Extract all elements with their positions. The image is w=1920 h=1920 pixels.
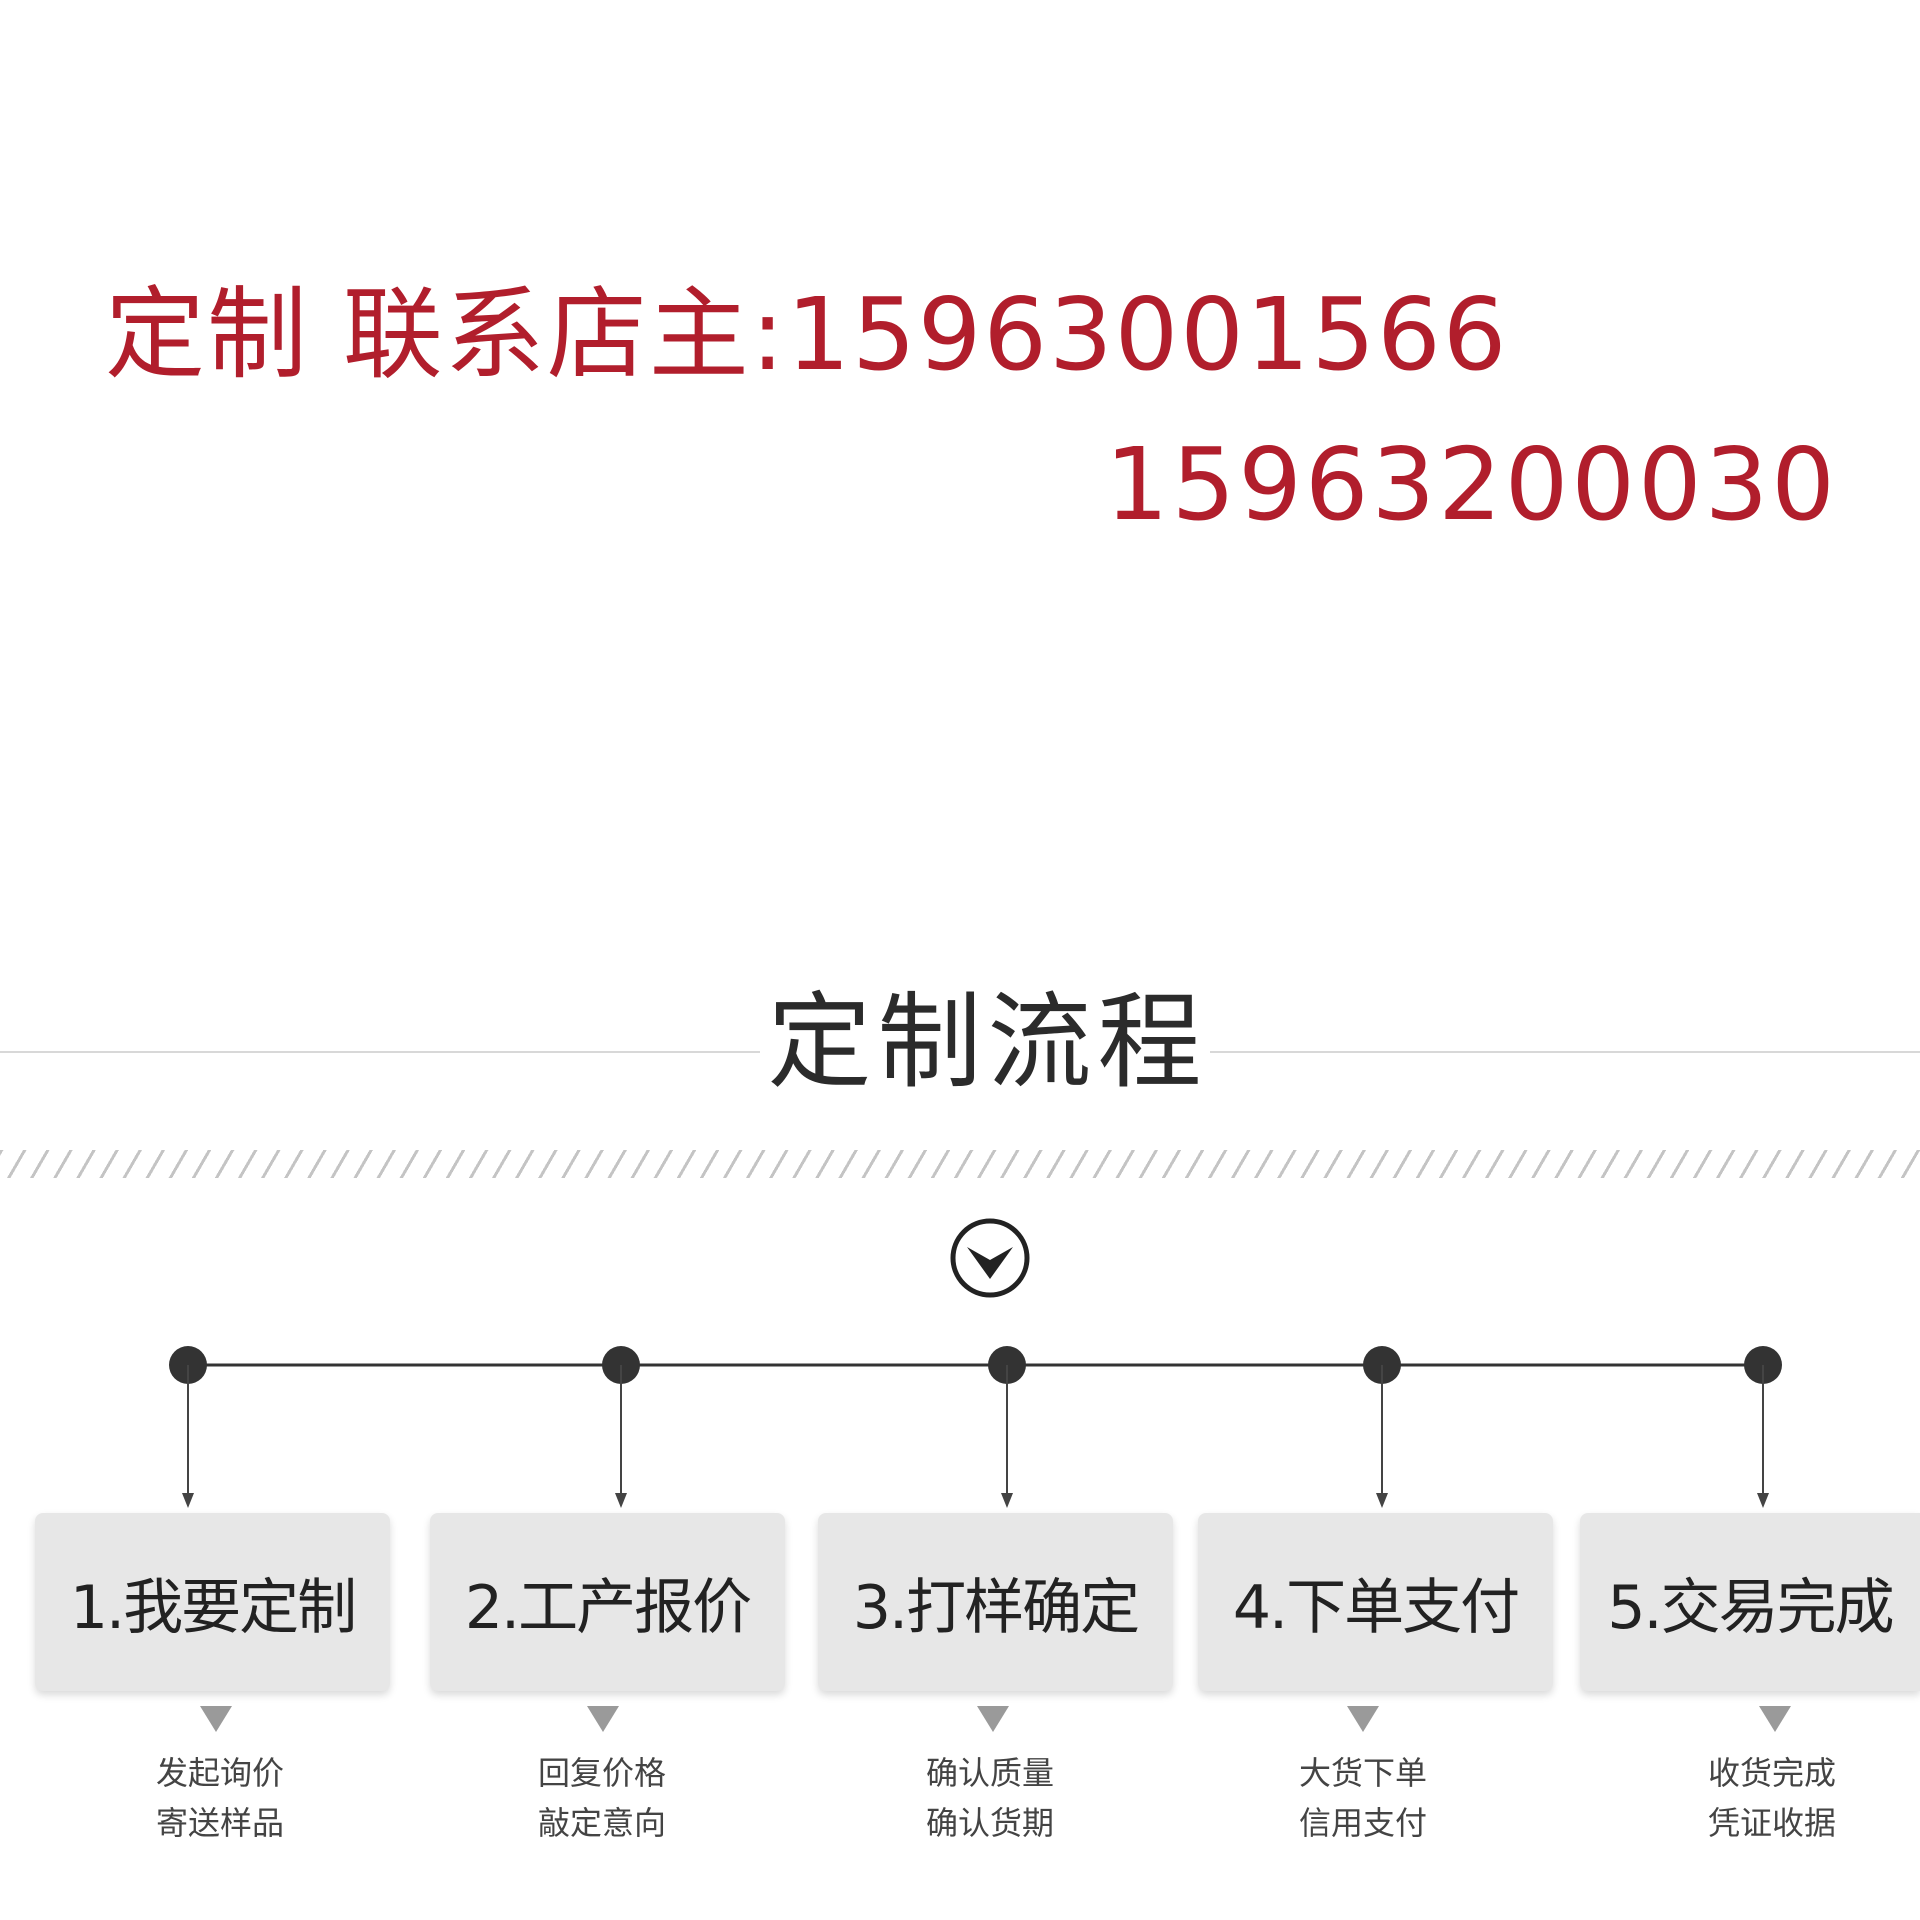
step-desc-1: 发起询价 寄送样品 (90, 1748, 350, 1848)
step-box-3: 3.打样确定 (818, 1513, 1173, 1691)
timeline-node-4 (1363, 1346, 1401, 1508)
step-5-down-arrow-icon (1759, 1706, 1791, 1732)
step-2-down-arrow-icon (587, 1706, 619, 1732)
step-desc-2-line2: 敲定意向 (537, 1804, 666, 1842)
step-desc-4: 大货下单 信用支付 (1233, 1748, 1493, 1848)
step-desc-1-line2: 寄送样品 (155, 1804, 284, 1842)
timeline-node-2 (602, 1346, 640, 1508)
step-label-2: 2.工产报价 (464, 1572, 752, 1643)
hatch-divider (0, 1150, 1920, 1178)
step-label-1: 1.我要定制 (69, 1572, 357, 1643)
title-rule-right (1210, 1051, 1920, 1053)
step-desc-2: 回复价格 敲定意向 (472, 1748, 732, 1848)
step-desc-5-line1: 收货完成 (1707, 1754, 1836, 1792)
step-box-2: 2.工产报价 (430, 1513, 785, 1691)
timeline-node-5 (1744, 1346, 1782, 1508)
timeline-node-1 (169, 1346, 207, 1508)
chevron-down-circle-icon (950, 1218, 1030, 1298)
step-box-4: 4.下单支付 (1198, 1513, 1553, 1691)
step-desc-4-line1: 大货下单 (1298, 1754, 1427, 1792)
contact-line-1: 定制 联系店主:15963001566 (105, 276, 1509, 393)
step-box-1: 1.我要定制 (35, 1513, 390, 1691)
step-label-4: 4.下单支付 (1232, 1572, 1520, 1643)
step-box-5: 5.交易完成 (1580, 1513, 1920, 1691)
step-desc-3-line2: 确认货期 (925, 1804, 1054, 1842)
step-label-3: 3.打样确定 (852, 1572, 1140, 1643)
contact-line-2: 15963200030 (1105, 426, 1838, 543)
step-desc-3: 确认质量 确认货期 (860, 1748, 1120, 1848)
step-desc-5: 收货完成 凭证收据 (1642, 1748, 1902, 1848)
timeline-node-3 (988, 1346, 1026, 1508)
step-desc-2-line1: 回复价格 (537, 1754, 666, 1792)
step-desc-5-line2: 凭证收据 (1707, 1804, 1836, 1842)
step-desc-4-line2: 信用支付 (1298, 1804, 1427, 1842)
step-3-down-arrow-icon (977, 1706, 1009, 1732)
step-1-down-arrow-icon (200, 1706, 232, 1732)
section-title: 定制流程 (767, 981, 1208, 1103)
step-4-down-arrow-icon (1347, 1706, 1379, 1732)
step-desc-3-line1: 确认质量 (925, 1754, 1054, 1792)
step-label-5: 5.交易完成 (1607, 1572, 1894, 1643)
step-desc-1-line1: 发起询价 (155, 1754, 284, 1792)
title-rule-left (0, 1051, 760, 1053)
